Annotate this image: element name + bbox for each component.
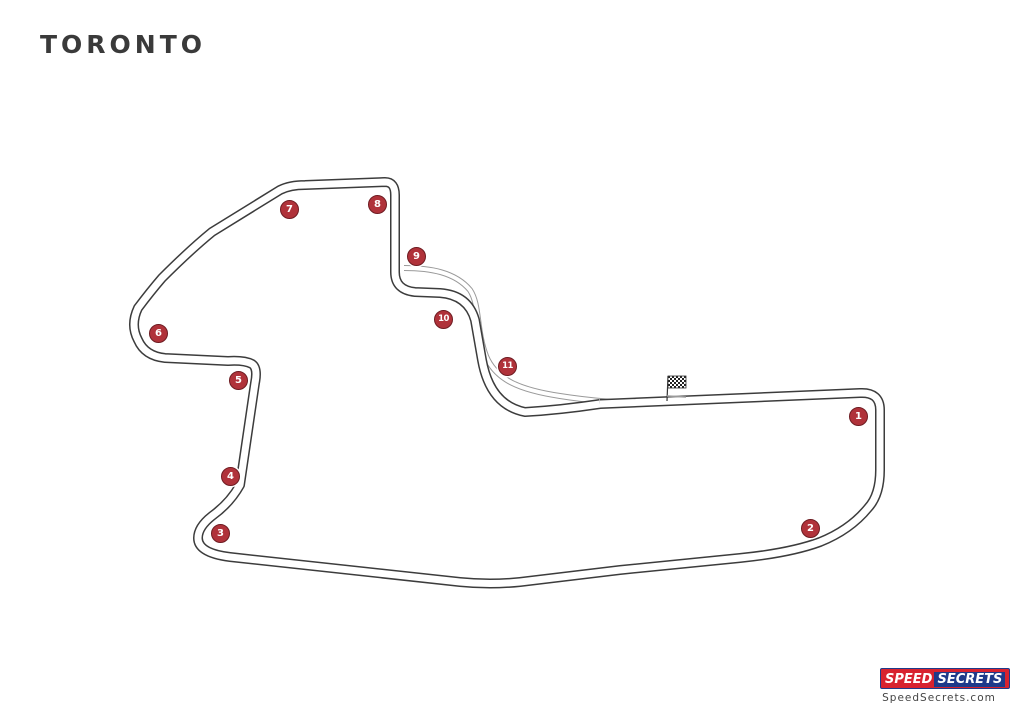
corner-marker-3: 3: [211, 524, 230, 543]
corner-marker-1: 1: [849, 407, 868, 426]
corner-marker-5: 5: [229, 371, 248, 390]
logo-secrets-text: SECRETS: [934, 672, 1006, 687]
corner-marker-4: 4: [221, 467, 240, 486]
track-surface: [130, 178, 884, 587]
corner-marker-6: 6: [149, 324, 168, 343]
corner-marker-9: 9: [407, 247, 426, 266]
corner-marker-10: 10: [434, 310, 453, 329]
brand-url: SpeedSecrets.com: [882, 692, 996, 704]
corner-marker-2: 2: [801, 519, 820, 538]
corner-marker-7: 7: [280, 200, 299, 219]
map-title: TORONTO: [40, 30, 207, 59]
logo-speed-text: SPEED: [885, 672, 933, 687]
corner-marker-11: 11: [498, 357, 517, 376]
checkered-flag-icon: [666, 375, 687, 402]
corner-marker-8: 8: [368, 195, 387, 214]
